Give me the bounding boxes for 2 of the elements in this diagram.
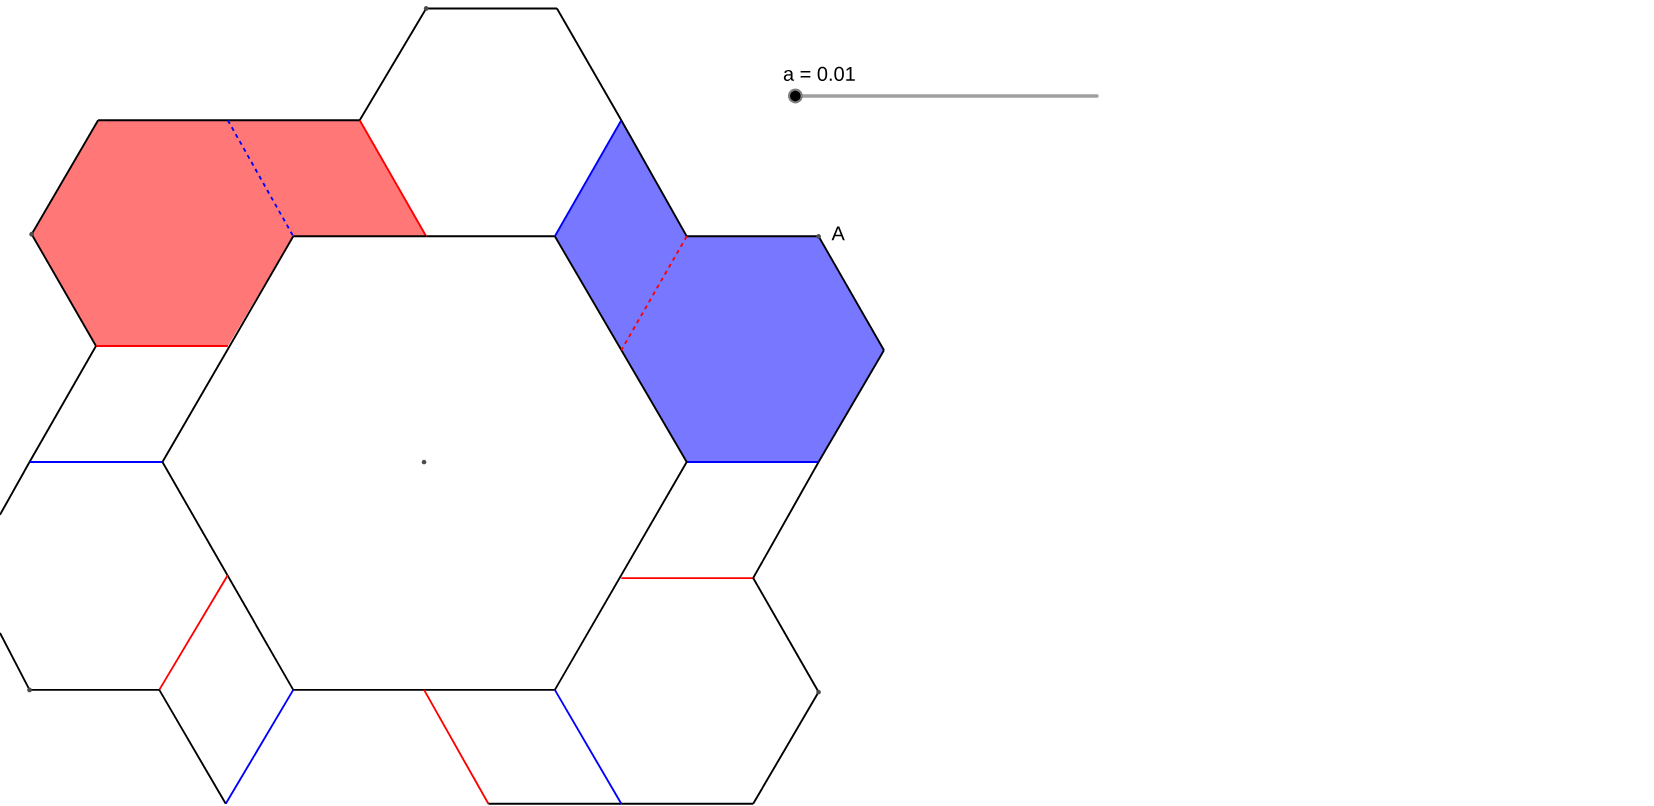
slider-label: a = 0.01	[783, 66, 855, 81]
point-label: A	[831, 226, 845, 241]
